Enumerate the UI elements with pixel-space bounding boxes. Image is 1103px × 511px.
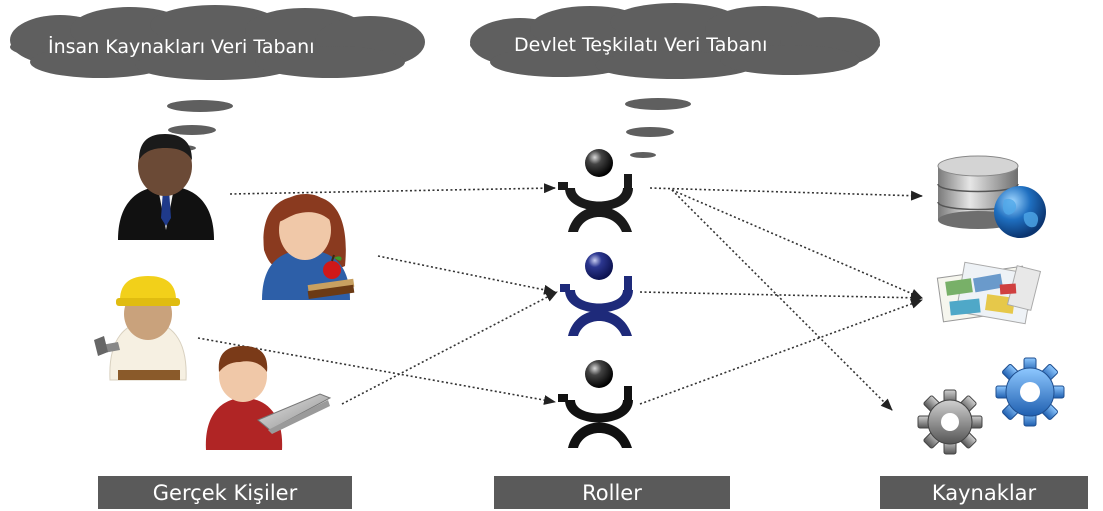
documents-icon: [936, 261, 1042, 325]
column-label-resources: Kaynaklar: [880, 476, 1088, 509]
arrow-person3-role3: [197, 337, 556, 405]
column-label-people: Gerçek Kişiler: [98, 476, 352, 509]
connection-arrows: [197, 183, 923, 411]
teacher-icon: [262, 194, 355, 300]
role-icon-3: [558, 360, 633, 448]
hr-database-label: İnsan Kaynakları Veri Tabanı: [48, 36, 315, 58]
arrow-person2-role2: [377, 255, 556, 295]
thought-bubble: [168, 125, 216, 135]
arrow-person1-role1: [229, 183, 556, 195]
column-label-roles: Roller: [494, 476, 730, 509]
database-globe-icon: [937, 155, 1046, 238]
businessman-icon: [118, 134, 214, 240]
arrow-role2-resource2: [639, 291, 923, 303]
arrow-role3-resource2: [639, 299, 923, 405]
role-icon-1: [558, 149, 633, 232]
construction-worker-icon: [94, 276, 187, 381]
arrow-role1-resource2: [671, 189, 923, 299]
thought-bubble: [625, 98, 691, 110]
thought-bubble: [626, 127, 674, 137]
org-database-label: Devlet Teşkilatı Veri Tabanı: [514, 34, 768, 56]
gears-icon: [917, 357, 1065, 455]
thought-bubble: [167, 100, 233, 112]
laptop-user-icon: [205, 346, 332, 450]
hr-database-cloud: [10, 5, 425, 151]
arrow-person4-role2: [341, 291, 558, 405]
role-icon-2: [560, 252, 633, 336]
org-database-cloud: [470, 3, 880, 158]
thought-bubble: [630, 152, 656, 158]
arrow-role1-resource1: [649, 187, 923, 201]
arrow-role1-resource3: [671, 189, 893, 411]
